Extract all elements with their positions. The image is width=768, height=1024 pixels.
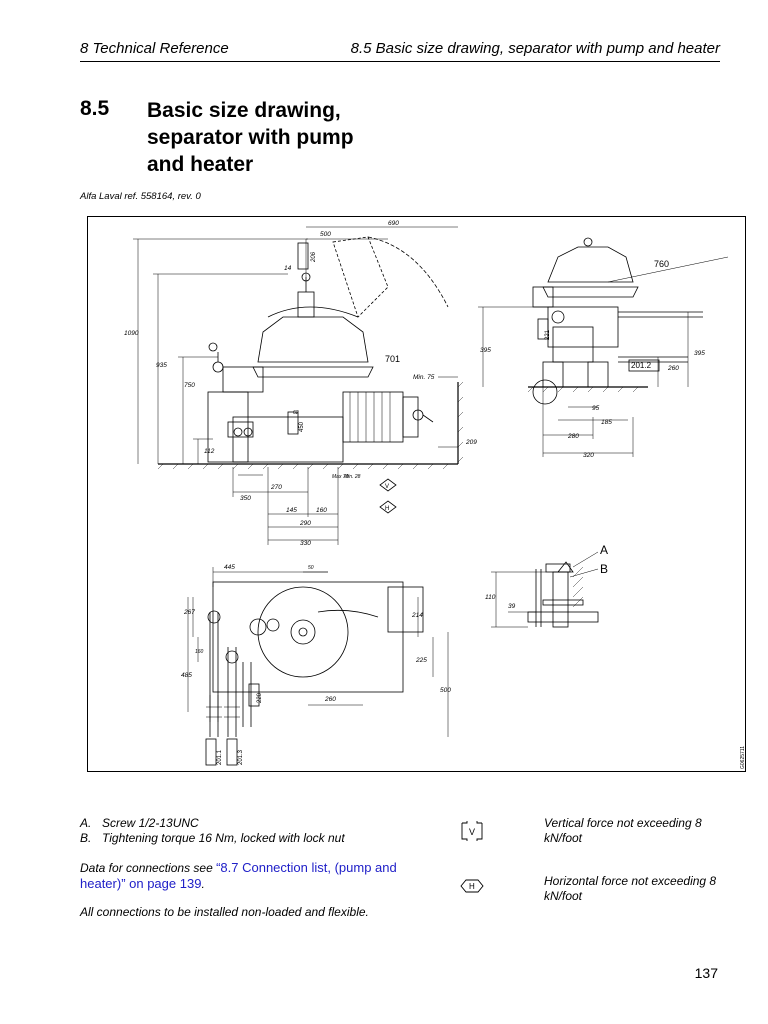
front-view <box>133 226 464 545</box>
detail-label-a: A <box>600 543 608 557</box>
connections-note: Data for connections see “8.7 Connection… <box>80 860 440 892</box>
dim-209: 209 <box>465 439 477 446</box>
callout-201-1: 201.1 <box>217 749 223 765</box>
force-symbol-v: V <box>385 484 389 490</box>
dim-95: 95 <box>592 405 600 412</box>
dim-112: 112 <box>204 448 215 455</box>
callout-760: 760 <box>654 259 669 269</box>
page-number: 137 <box>694 965 718 981</box>
detail-view-foot <box>491 551 599 628</box>
vertical-force-text: Vertical force not exceeding 8 kN/foot <box>544 816 702 845</box>
dim-445: 445 <box>224 564 235 571</box>
horizontal-force-text: Horizontal force not exceeding 8 kN/foot <box>544 874 717 903</box>
callout-701: 701 <box>385 354 400 364</box>
side-view <box>478 237 729 457</box>
plan-view <box>187 567 449 766</box>
dim-185: 185 <box>601 419 612 426</box>
dim-290: 290 <box>299 520 311 527</box>
drawing-code: G0625711 <box>740 746 746 769</box>
dim-280: 280 <box>567 433 579 440</box>
dim-350: 350 <box>240 495 251 502</box>
legend-text-b: Tightening torque 16 Nm, locked with loc… <box>102 831 345 845</box>
legend-key-a: A. <box>80 816 92 830</box>
drawing-reference: Alfa Laval ref. 558164, rev. 0 <box>80 191 201 202</box>
dim-225: 225 <box>415 657 427 664</box>
section-title-line-3: and heater <box>147 153 254 176</box>
dim-39: 39 <box>508 603 516 610</box>
legend: A. Screw 1/2-13UNC B. Tightening torque … <box>80 816 345 846</box>
dim-500-plan: 500 <box>440 687 451 694</box>
force-symbols-figure <box>379 478 397 514</box>
dim-214: 214 <box>411 612 423 619</box>
callout-220: 220 <box>257 692 263 703</box>
horizontal-force-icon-letter: H <box>469 882 475 891</box>
dim-750: 750 <box>184 382 195 389</box>
dim-485: 485 <box>181 672 192 679</box>
dim-145: 145 <box>286 507 297 514</box>
detail-label-b: B <box>600 562 608 576</box>
dim-min-75: Min. 75 <box>413 374 435 381</box>
dim-160-plan: 160 <box>195 649 204 655</box>
vertical-force-icon-letter: V <box>469 827 475 837</box>
dim-395-left: 395 <box>480 347 491 354</box>
callout-201-3: 201.3 <box>238 749 244 765</box>
dim-160: 160 <box>316 507 327 514</box>
dim-500: 500 <box>320 231 331 238</box>
dim-260-side: 260 <box>667 365 679 372</box>
dim-min-28: Min. 28 <box>344 474 361 480</box>
callout-201-2: 201.2 <box>631 361 652 370</box>
dim-62: 62 <box>293 410 299 416</box>
connections-suffix: . <box>201 877 205 891</box>
dim-270: 270 <box>270 484 282 491</box>
legend-key-b: B. <box>80 831 92 845</box>
dim-1090: 1090 <box>124 330 139 337</box>
header-rule <box>80 61 720 62</box>
connections-prefix: Data for connections see <box>80 861 217 875</box>
legend-item-b: B. Tightening torque 16 Nm, locked with … <box>80 831 345 846</box>
connections-link[interactable]: “8.7 Connection list, (pump and heater)”… <box>80 860 397 891</box>
dim-320: 320 <box>583 452 594 459</box>
section-title: Basic size drawing, separator with pump … <box>147 97 447 178</box>
dim-330: 330 <box>300 540 311 547</box>
legend-item-a: A. Screw 1/2-13UNC <box>80 816 345 831</box>
dim-14: 14 <box>284 265 292 272</box>
dim-690: 690 <box>388 220 399 227</box>
section-title-line-2: separator with pump <box>147 126 354 149</box>
installation-note: All connections to be installed non-load… <box>80 905 369 919</box>
dim-395-right: 395 <box>694 350 705 357</box>
dim-935: 935 <box>156 362 167 369</box>
dim-206: 206 <box>311 251 317 263</box>
callout-450: 450 <box>299 421 305 432</box>
dim-50: 50 <box>308 565 314 571</box>
dim-267: 267 <box>183 609 195 616</box>
running-header-section: 8.5 Basic size drawing, separator with p… <box>350 40 720 57</box>
section-number: 8.5 <box>80 97 110 120</box>
technical-drawing: 690 500 206 14 1090 935 750 112 209 Min.… <box>87 216 746 772</box>
running-header-chapter: 8 Technical Reference <box>80 40 229 57</box>
horizontal-force-icon: H <box>460 879 484 893</box>
section-title-line-1: Basic size drawing, <box>147 99 341 122</box>
force-symbol-h: H <box>385 506 389 512</box>
legend-text-a: Screw 1/2-13UNC <box>102 816 199 830</box>
dim-260-plan: 260 <box>324 696 336 703</box>
callout-221: 221 <box>545 329 551 340</box>
vertical-force-icon: V <box>461 821 483 841</box>
dim-110: 110 <box>485 594 496 601</box>
dim-max-70: Max 70 <box>332 474 349 480</box>
